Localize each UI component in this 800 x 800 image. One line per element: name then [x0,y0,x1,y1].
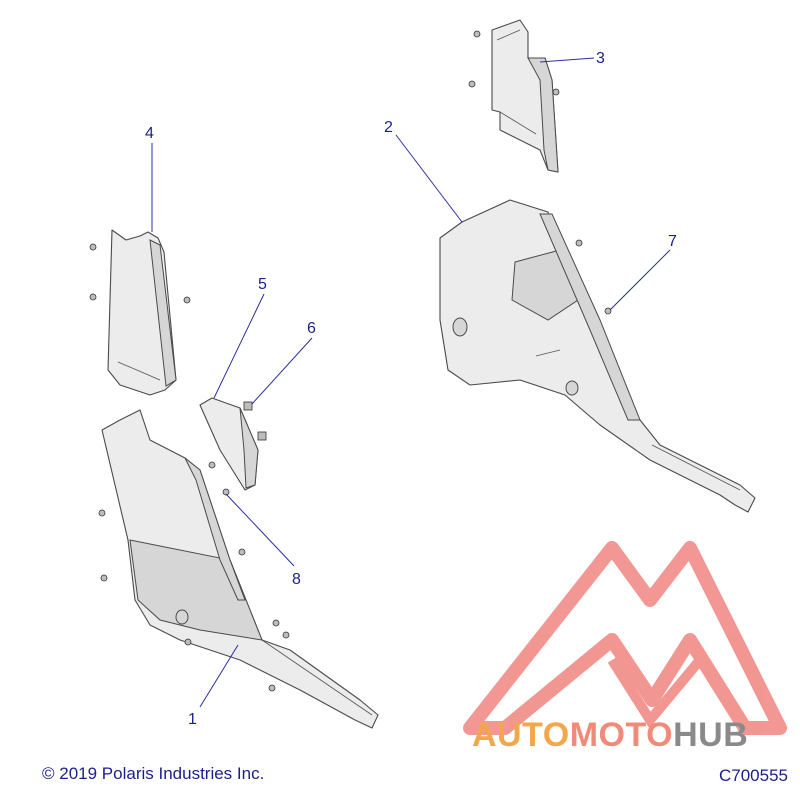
leader-7 [609,249,671,311]
logo-hub-text: HUB [673,716,749,754]
callout-4: 4 [145,125,154,142]
leader-5 [213,293,265,399]
callout-2: 2 [384,119,393,136]
part-2-right-panel [439,199,756,513]
copyright-text: © 2019 Polaris Industries Inc. [42,764,265,783]
callout-5: 5 [258,276,267,293]
callout-6: 6 [307,320,316,337]
diagram-code: C700555 [718,766,788,785]
part-3-upper-trim [468,19,560,173]
watermark-logo-text: AUTOMOTOHUB [472,716,748,755]
logo-moto-text: MOTO [569,716,674,754]
callout-7: 7 [668,233,677,250]
callout-8: 8 [292,571,301,588]
leader-1 [199,644,239,708]
callout-3: 3 [596,50,605,67]
leader-3 [539,57,595,63]
part-5-pad [199,397,259,491]
part-4-upper-left-trim [89,229,191,396]
leader-8 [225,493,295,567]
watermark-triangle [463,541,787,735]
leader-2 [395,134,463,223]
callout-1: 1 [188,711,197,728]
leader-6 [251,337,313,405]
logo-auto-text: AUTO [472,716,570,754]
part-6-clip [243,401,267,441]
part-1-lower-panel [98,409,379,729]
